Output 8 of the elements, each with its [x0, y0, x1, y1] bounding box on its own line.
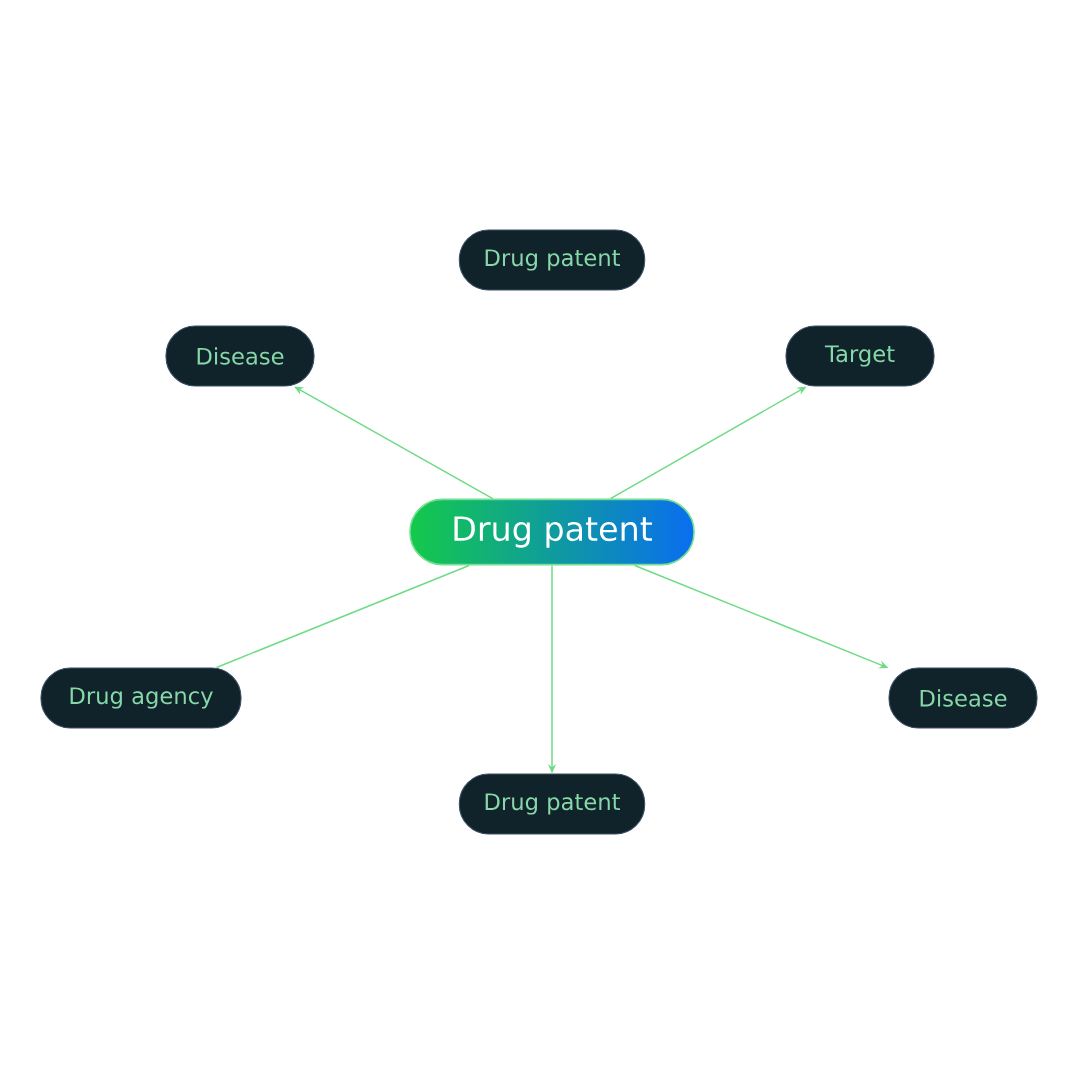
topic-pill: Drug patent [458, 229, 646, 291]
topic-pill: Disease [165, 325, 315, 387]
topic-pill: Drug patent [458, 773, 646, 835]
arrow [294, 386, 494, 500]
central-pill: Drug patent [409, 498, 695, 566]
topic-pill: Target [785, 325, 935, 387]
topic-pill: Drug agency [40, 667, 242, 729]
topic-pill: Disease [888, 667, 1038, 729]
